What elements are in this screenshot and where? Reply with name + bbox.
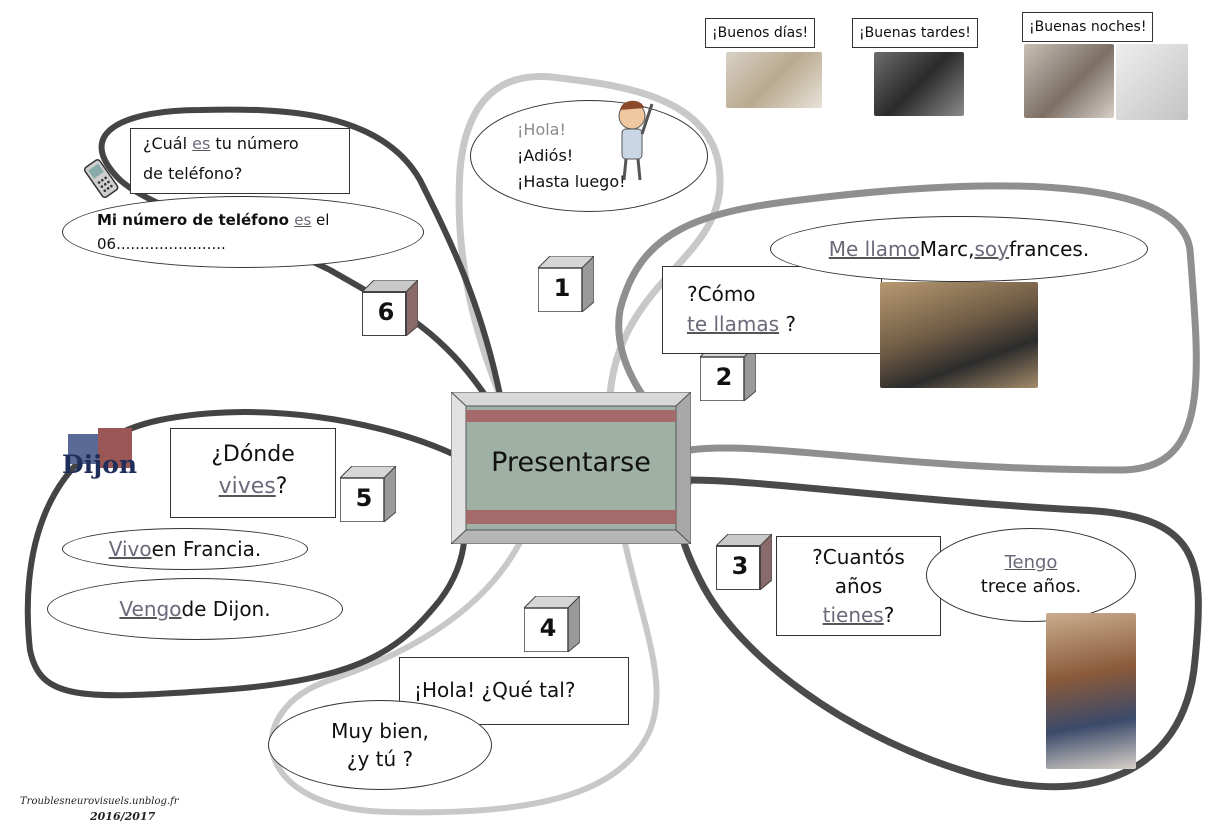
- branch1-line1: ¡Hola!: [517, 120, 566, 139]
- branch2-question-box: ?Cómo te llamas ?: [662, 266, 882, 354]
- cube-label-2: 2: [715, 363, 733, 391]
- credit-year: 2016/2017: [90, 810, 156, 823]
- mobile-phone-icon: [78, 156, 126, 200]
- credit-url: Troublesneurovisuels.unblog.fr: [20, 796, 179, 807]
- dijon-logo-text: Dijon: [62, 450, 138, 479]
- branch5-question-box: ¿Dónde vives?: [170, 428, 336, 518]
- branch5-answer1-bubble: Vivo en Francia.: [62, 528, 308, 570]
- sleeping-photo: [1116, 44, 1188, 120]
- greeting-buenos-dias: ¡Buenos días!: [705, 18, 816, 48]
- breakfast-photo: [726, 52, 822, 108]
- branch1-line3: ¡Hasta luego!: [517, 172, 626, 191]
- waving-boy-icon: [608, 94, 656, 182]
- branch6-answer-line2: 06.......................: [97, 235, 226, 253]
- branch3-question-box: ?Cuantós años tienes?: [776, 536, 941, 636]
- branch5-answer2-end: de Dijon.: [181, 597, 271, 621]
- boy-photo: [880, 282, 1038, 388]
- branch6-answer-end: el: [311, 211, 330, 229]
- branch-loop-2: [615, 182, 1200, 474]
- branch6-question-keyword: es: [192, 134, 211, 153]
- branch1-line2: ¡Adiós!: [517, 146, 574, 165]
- branch3-answer-line2: trece años.: [980, 576, 1082, 597]
- night-photo: [1024, 44, 1114, 118]
- cube-3: 3: [714, 532, 774, 592]
- branch5-answer2-keyword: Vengo: [119, 597, 182, 621]
- branch3-question-line2: años: [834, 574, 883, 598]
- branch4-answer-line2: ¿y tú ?: [346, 747, 414, 771]
- branch-loop-6: [98, 106, 503, 398]
- branch6-answer-bubble: Mi número de teléfono es el 06..........…: [62, 196, 424, 268]
- branch5-question-keyword: vives: [218, 474, 276, 499]
- cube-label-3: 3: [731, 552, 749, 580]
- branch-loop-3: [675, 476, 1202, 791]
- greeting-buenas-noches: ¡Buenas noches!: [1022, 12, 1154, 42]
- branch5-answer1-keyword: Vivo: [108, 537, 152, 561]
- branch2-answer-end: frances.: [1008, 237, 1090, 261]
- cube-5: 5: [338, 464, 398, 524]
- cube-label-1: 1: [553, 274, 571, 302]
- branch2-answer-keyword1: Me llamo: [828, 237, 920, 261]
- branch5-question-line1: ¿Dónde: [211, 442, 295, 467]
- branch6-question-line2: de teléfono?: [143, 164, 243, 183]
- cube-label-6: 6: [377, 298, 395, 326]
- branch-loop-1: [455, 72, 724, 399]
- branch4-answer-line1: Muy bien,: [331, 719, 429, 743]
- cube-6: 6: [360, 278, 420, 338]
- branch3-answer-keyword: Tengo: [1004, 552, 1058, 573]
- branch2-question-keyword: te llamas: [687, 312, 780, 336]
- branch6-answer-start: Mi número de teléfono: [97, 211, 295, 229]
- cube-label-4: 4: [539, 614, 557, 642]
- branch3-question-line1: ?Cuantós: [812, 545, 905, 569]
- cube-label-5: 5: [355, 484, 373, 512]
- cube-1: 1: [536, 254, 596, 314]
- branch5-question-end: ?: [275, 474, 288, 499]
- branch4-answer-bubble: Muy bien, ¿y tú ?: [268, 700, 492, 790]
- branch6-answer-keyword: es: [294, 211, 312, 229]
- branch2-answer-mid: Marc,: [919, 237, 975, 261]
- branch1-bubble: ¡Hola! ¡Adiós! ¡Hasta luego!: [470, 100, 708, 212]
- branch3-question-keyword: tienes: [822, 603, 884, 627]
- branch2-question-end: ?: [779, 312, 797, 336]
- branch2-question-line1: ?Cómo: [687, 282, 756, 306]
- center-title: Presentarse: [491, 447, 651, 478]
- branch2-answer-bubble: Me llamo Marc, soy frances.: [770, 216, 1148, 282]
- branch3-answer-bubble: Tengo trece años.: [926, 528, 1136, 622]
- branch2-answer-keyword2: soy: [974, 237, 1009, 261]
- branch-loop-4: [268, 517, 660, 816]
- branch6-question-start: ¿Cuál: [143, 134, 193, 153]
- branch5-answer1-end: en Francia.: [151, 537, 262, 561]
- branch3-question-end: ?: [883, 603, 895, 627]
- branch-loop-5: [24, 409, 468, 699]
- branch6-question-end: tu número: [210, 134, 299, 153]
- greeting-buenas-tardes: ¡Buenas tardes!: [852, 18, 978, 48]
- center-node: Presentarse: [449, 390, 693, 546]
- branch6-question-box: ¿Cuál es tu número de teléfono?: [130, 128, 350, 194]
- dijon-logo: Dijon: [60, 428, 138, 484]
- branch5-answer2-bubble: Vengo de Dijon.: [47, 578, 343, 640]
- cube-4: 4: [522, 594, 582, 654]
- afternoon-photo: [874, 52, 964, 116]
- birthday-photo: [1046, 613, 1136, 769]
